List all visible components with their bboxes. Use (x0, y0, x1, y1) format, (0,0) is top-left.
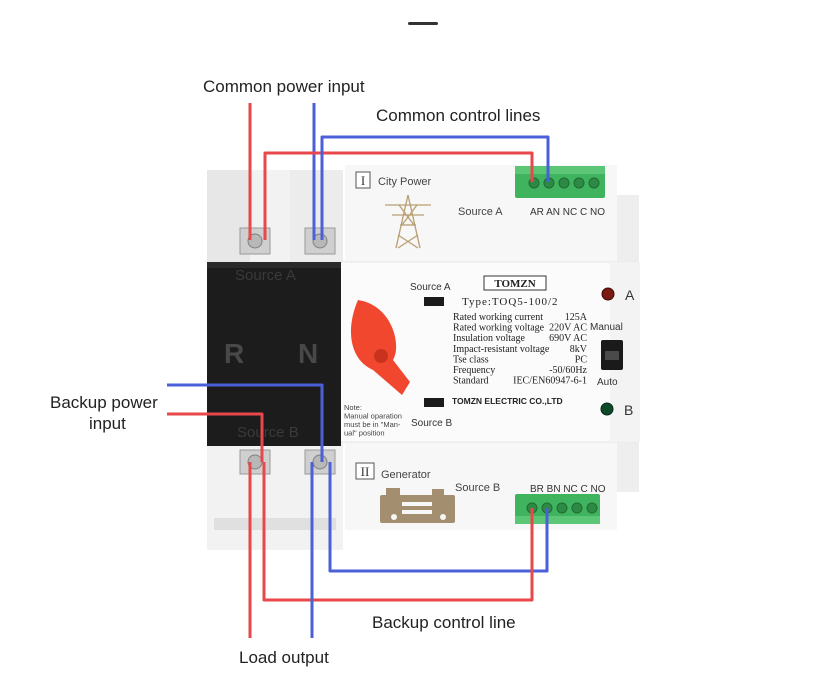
bottom-module-roman-box (355, 462, 375, 480)
spec-value: -50/60Hz (549, 365, 587, 376)
spec-label: Standard (453, 376, 489, 387)
top-module-roman-box (355, 171, 371, 189)
spec-label: Frequency (453, 365, 495, 376)
type-label: Type:TOQ5-100/2 (462, 296, 559, 308)
top-module-terminals: AR AN NC C NO (530, 207, 605, 218)
source-b-window (424, 398, 444, 407)
auto-label: Auto (597, 377, 618, 388)
backup-control-red-wire (262, 462, 534, 602)
callout-backup-power-input-2: input (89, 414, 126, 433)
note-line: Note: (344, 403, 362, 412)
callout-common-control-lines: Common control lines (376, 106, 540, 125)
generator-icon (380, 488, 455, 523)
top-module-source: Source A (458, 206, 503, 218)
top-terminal-block (515, 166, 605, 198)
backup-power-blue-wire (167, 383, 324, 462)
brand-label: TOMZN (494, 278, 535, 290)
main-source-a-label: Source A (410, 282, 451, 293)
main-source-b-label: Source B (411, 418, 452, 429)
bottom-terminal-screws (239, 449, 336, 475)
scroll-indicator (408, 22, 438, 25)
indicator-a-label: A (625, 287, 635, 303)
note-line: ual" position (344, 429, 385, 438)
callout-backup-control-line: Backup control line (372, 613, 516, 632)
black-source-b-label: Source B (237, 424, 299, 441)
company-label: TOMZN ELECTRIC CO.,LTD (452, 396, 563, 406)
spec-table: Rated working current 125A Rated working v… (453, 312, 588, 387)
brand-box (483, 275, 547, 291)
spec-value: PC (575, 354, 588, 365)
note-line: Manual oparation (344, 412, 402, 421)
bottom-module-title: Generator (381, 469, 431, 481)
spec-label: Insulation voltage (453, 333, 525, 344)
indicator-a-light (601, 287, 615, 301)
main-panel: Source A Source B TOMZN Type:TOQ5-100/2 … (339, 261, 640, 443)
spec-label: Rated working current (453, 312, 543, 323)
pole-n-label: N (298, 338, 318, 369)
bottom-module-terminals: BR BN NC C NO (530, 484, 606, 495)
mode-switch-knob (605, 351, 619, 360)
backup-control-blue-wire (328, 462, 549, 573)
spec-label: Tse class (453, 354, 489, 365)
black-source-a-label: Source A (235, 267, 296, 284)
manual-label: Manual (590, 322, 623, 333)
indicator-b-light (600, 402, 614, 416)
bottom-terminal-block (515, 494, 600, 524)
source-a-window (424, 297, 444, 306)
spec-label: Impact-resistant voltage (453, 344, 550, 355)
rotary-handle[interactable] (350, 300, 410, 395)
callout-common-power-input: Common power input (203, 77, 365, 96)
note-line: must be in "Man- (344, 420, 401, 429)
pole-r-label: R (224, 338, 244, 369)
callout-backup-power-input-1: Backup power (50, 393, 158, 412)
spec-value: IEC/EN60947-6-1 (513, 376, 587, 387)
backup-power-red-wire (167, 412, 264, 462)
indicator-b-label: B (624, 402, 633, 418)
top-module-roman: I (361, 173, 365, 188)
transmission-tower-icon (385, 194, 431, 249)
callout-load-output: Load output (239, 648, 329, 667)
bottom-module-roman: II (361, 464, 370, 479)
spec-label: Rated working voltage (453, 323, 545, 334)
spec-value: 8kV (570, 344, 588, 355)
spec-value: 690V AC (549, 333, 587, 344)
common-control-blue-wire (320, 135, 550, 240)
top-module-title: City Power (378, 176, 432, 188)
bottom-module-source: Source B (455, 482, 500, 494)
spec-value: 220V AC (549, 323, 587, 334)
spec-value: 125A (565, 312, 588, 323)
wires (167, 103, 550, 638)
common-control-red-wire (263, 151, 534, 240)
